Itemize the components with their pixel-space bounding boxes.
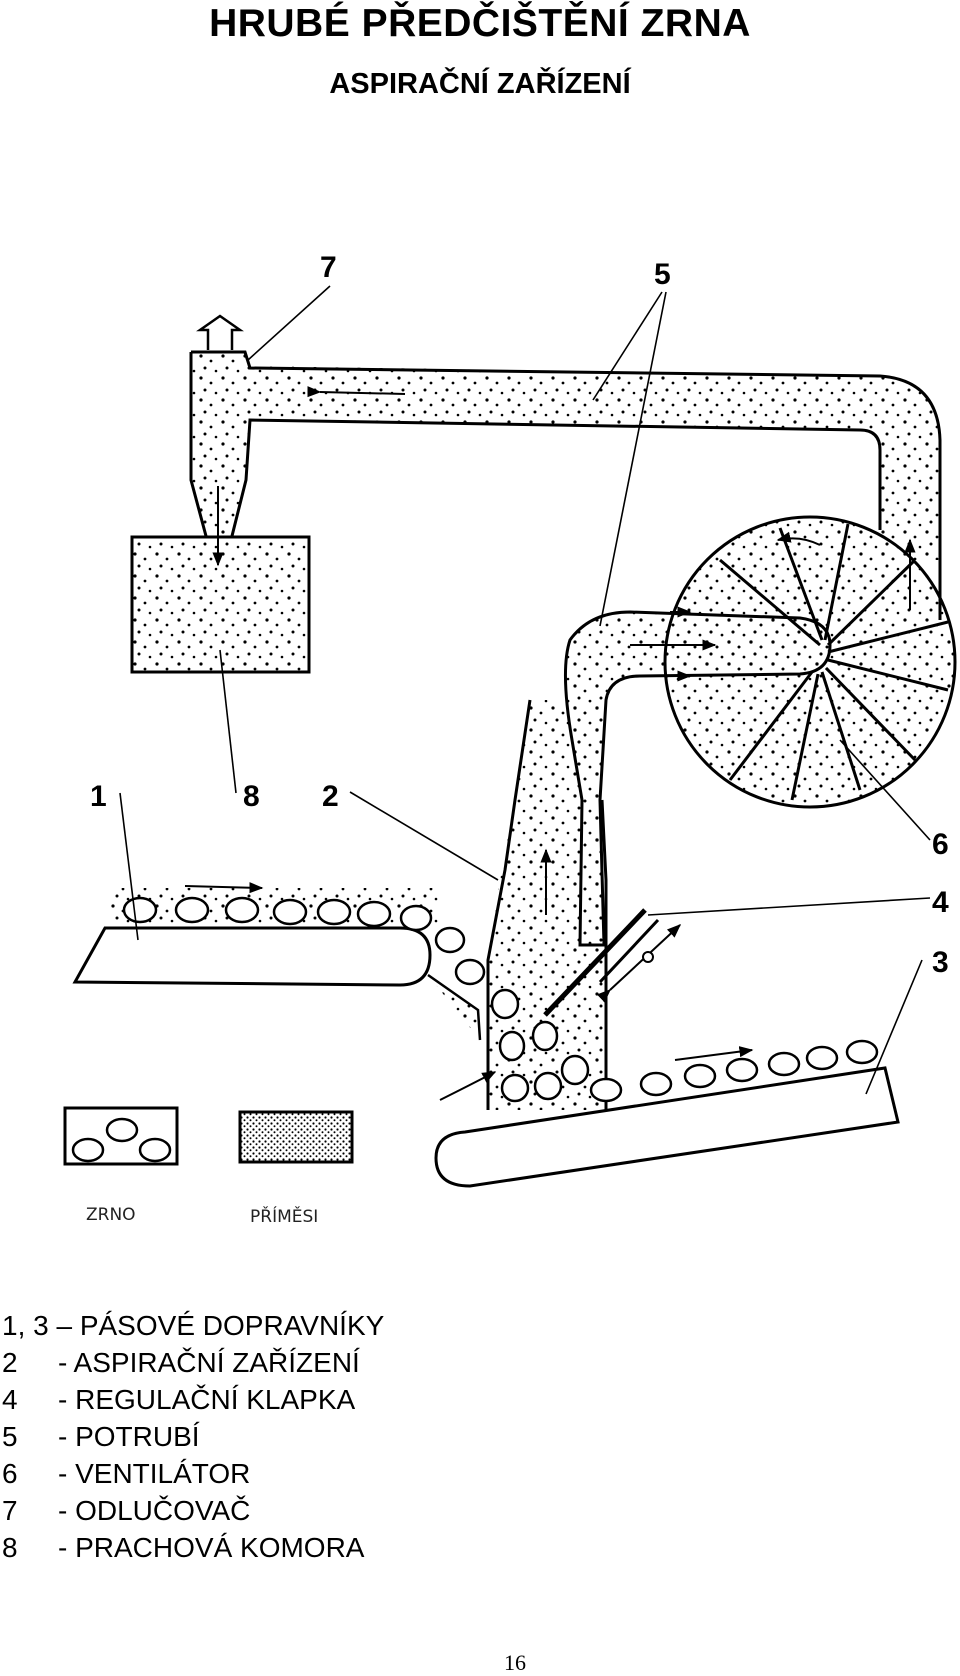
legend-row: 6 - VENTILÁTOR xyxy=(2,1455,384,1492)
legend-key: 1, 3 xyxy=(2,1310,49,1341)
legend-key: 4 xyxy=(2,1384,18,1415)
regulating-flap xyxy=(543,908,682,1017)
legend-row: 7 - ODLUČOVAČ xyxy=(2,1492,384,1529)
legend-key: 6 xyxy=(2,1458,18,1489)
conveyor-1 xyxy=(72,882,486,1041)
legend-text: - VENTILÁTOR xyxy=(58,1458,251,1489)
legend-text: - POTRUBÍ xyxy=(58,1421,200,1452)
legend-text: - ODLUČOVAČ xyxy=(58,1495,251,1526)
page-subtitle: ASPIRAČNÍ ZAŘÍZENÍ xyxy=(329,68,631,100)
legend-row: 8 - PRACHOVÁ KOMORA xyxy=(2,1529,384,1566)
label-4: 4 xyxy=(932,886,949,919)
legend-text: - REGULAČNÍ KLAPKA xyxy=(58,1384,356,1415)
label-5: 5 xyxy=(654,258,671,291)
legend-row: 2 - ASPIRAČNÍ ZAŘÍZENÍ xyxy=(2,1344,384,1381)
leader-lines xyxy=(119,285,931,1095)
key-grain: ZRNO xyxy=(63,1106,179,1225)
legend-row: 4 - REGULAČNÍ KLAPKA xyxy=(2,1381,384,1418)
legend-text: - ASPIRAČNÍ ZAŘÍZENÍ xyxy=(58,1347,360,1378)
legend-key: 8 xyxy=(2,1532,18,1563)
legend: 1, 3 – PÁSOVÉ DOPRAVNÍKY 2 - ASPIRAČNÍ ZA… xyxy=(2,1307,384,1566)
legend-row: 5 - POTRUBÍ xyxy=(2,1418,384,1455)
label-7: 7 xyxy=(320,251,337,284)
page-number: 16 xyxy=(504,1650,526,1675)
label-6: 6 xyxy=(932,828,949,861)
legend-row: 1, 3 – PÁSOVÉ DOPRAVNÍKY xyxy=(2,1307,384,1344)
key-grain-label: ZRNO xyxy=(86,1205,136,1225)
conveyor-3 xyxy=(434,1039,900,1188)
label-3: 3 xyxy=(932,946,949,979)
label-1: 1 xyxy=(90,780,107,813)
legend-text: - PRACHOVÁ KOMORA xyxy=(58,1532,365,1563)
legend-key: 7 xyxy=(2,1495,18,1526)
legend-key: 2 xyxy=(2,1347,18,1378)
legend-text: – PÁSOVÉ DOPRAVNÍKY xyxy=(48,1310,385,1341)
page-title: HRUBÉ PŘEDČIŠTĚNÍ ZRNA xyxy=(209,2,751,45)
separator-and-top-duct xyxy=(189,314,942,620)
key-impurities: PŘÍMĚSI xyxy=(238,1110,354,1227)
legend-key: 5 xyxy=(2,1421,18,1452)
label-2: 2 xyxy=(322,780,339,813)
component-labels: 7 5 1 8 2 6 4 3 xyxy=(90,251,949,979)
falling-grain xyxy=(490,988,590,1103)
label-8: 8 xyxy=(243,780,260,813)
key-impurities-label: PŘÍMĚSI xyxy=(250,1205,318,1227)
